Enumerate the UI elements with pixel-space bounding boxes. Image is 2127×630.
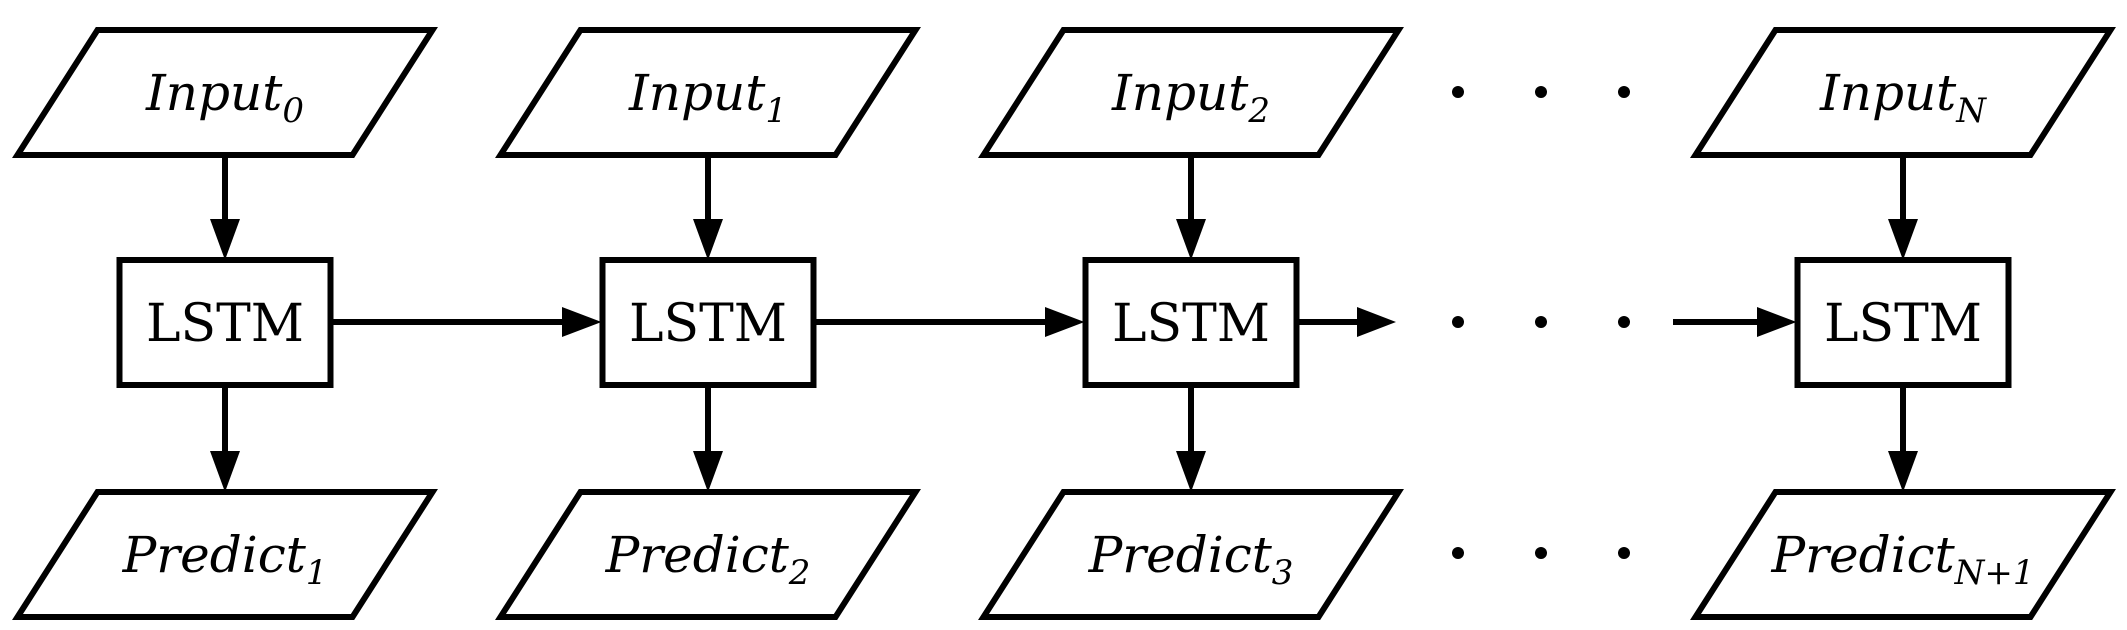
lstm-label-3: LSTM bbox=[1824, 294, 1982, 354]
arrow-head bbox=[210, 451, 240, 492]
arrow-input0-to-lstm0 bbox=[210, 155, 240, 260]
input-label-3-main: Input bbox=[1819, 64, 1957, 122]
lstm-node-3 bbox=[1794, 257, 2012, 388]
arrow-head bbox=[693, 219, 723, 260]
arrow-head bbox=[1176, 451, 1206, 492]
arrow-lstm0-to-predict1 bbox=[210, 385, 240, 492]
predict-label-2-main: Predict bbox=[1088, 526, 1273, 584]
arrow-lstm0-to-lstm1 bbox=[330, 307, 602, 337]
predict-node-3 bbox=[1690, 489, 2116, 620]
predict-label-0-sub: 1 bbox=[306, 553, 328, 593]
predict-label-0: Predict1 bbox=[122, 526, 328, 593]
predict-label-2-sub: 3 bbox=[1272, 553, 1294, 593]
arrow-input2-to-lstm2 bbox=[1176, 155, 1206, 260]
input-label-2-main: Input bbox=[1111, 64, 1249, 122]
lstm-node-1 bbox=[599, 257, 817, 388]
input-label-0: Input0 bbox=[145, 64, 304, 131]
lstm-column-3: InputN LSTM PredictN+1 bbox=[1690, 27, 2116, 620]
predict-label-3-main: Predict bbox=[1770, 526, 1955, 584]
predict-node-2 bbox=[978, 489, 1404, 620]
arrow-head bbox=[1888, 219, 1918, 260]
predict-label-1: Predict2 bbox=[605, 526, 811, 593]
input-label-1-sub: 1 bbox=[765, 91, 787, 131]
input-label-0-main: Input bbox=[145, 64, 283, 122]
arrow-head bbox=[1888, 451, 1918, 492]
arrow-lstm2-to-predict3 bbox=[1176, 385, 1206, 492]
dot-icon bbox=[1452, 316, 1464, 328]
lstm-label-1: LSTM bbox=[629, 294, 787, 354]
predict-node-1 bbox=[495, 489, 921, 620]
lstm-column-2: Input2 LSTM Predict3 bbox=[978, 27, 1404, 620]
lstm-node-2 bbox=[1082, 257, 1300, 388]
arrow-input3-to-lstm3 bbox=[1888, 155, 1918, 260]
arrow-ellipsis-to-lstm3 bbox=[1673, 307, 1797, 337]
dot-icon bbox=[1535, 316, 1547, 328]
lstm-label-2: LSTM bbox=[1112, 294, 1270, 354]
ellipsis-dots-input-row bbox=[1452, 86, 1630, 98]
predict-label-3-sub: N+1 bbox=[1954, 553, 2035, 593]
arrow-lstm2-to-ellipsis bbox=[1296, 307, 1396, 337]
lstm-column-0: Input0 LSTM Predict1 bbox=[12, 27, 438, 620]
input-label-2-sub: 2 bbox=[1247, 91, 1270, 131]
arrow-lstm3-to-predictN1 bbox=[1888, 385, 1918, 492]
arrow-head bbox=[1357, 307, 1396, 337]
predict-label-2: Predict3 bbox=[1088, 526, 1294, 593]
dot-icon bbox=[1535, 547, 1547, 559]
dot-icon bbox=[1452, 86, 1464, 98]
arrow-head bbox=[693, 451, 723, 492]
dot-icon bbox=[1618, 86, 1630, 98]
dot-icon bbox=[1618, 316, 1630, 328]
predict-node-0 bbox=[12, 489, 438, 620]
input-label-3-sub: N bbox=[1955, 91, 1987, 131]
dot-icon bbox=[1618, 547, 1630, 559]
arrow-lstm1-to-lstm2 bbox=[813, 307, 1085, 337]
arrow-head bbox=[1045, 307, 1085, 337]
input-label-1-main: Input bbox=[628, 64, 766, 122]
arrow-head bbox=[1757, 307, 1797, 337]
lstm-column-1: Input1 LSTM Predict2 bbox=[495, 27, 921, 620]
input-label-3: InputN bbox=[1819, 64, 1987, 131]
predict-label-1-sub: 2 bbox=[788, 553, 811, 593]
input-node-3 bbox=[1690, 27, 2116, 158]
arrow-lstm1-to-predict2 bbox=[693, 385, 723, 492]
predict-label-1-main: Predict bbox=[605, 526, 790, 584]
input-label-1: Input1 bbox=[628, 64, 787, 131]
ellipsis-dots-lstm-row bbox=[1452, 316, 1630, 328]
arrow-head bbox=[210, 219, 240, 260]
dot-icon bbox=[1452, 547, 1464, 559]
input-label-2: Input2 bbox=[1111, 64, 1270, 131]
predict-label-0-main: Predict bbox=[122, 526, 307, 584]
dot-icon bbox=[1535, 86, 1547, 98]
input-node-1 bbox=[495, 27, 921, 158]
predict-label-3: PredictN+1 bbox=[1770, 526, 2034, 593]
input-label-0-sub: 0 bbox=[282, 91, 304, 131]
lstm-label-0: LSTM bbox=[146, 294, 304, 354]
arrow-head bbox=[562, 307, 602, 337]
arrow-head bbox=[1176, 219, 1206, 260]
input-node-0 bbox=[12, 27, 438, 158]
arrow-input1-to-lstm1 bbox=[693, 155, 723, 260]
input-node-2 bbox=[978, 27, 1404, 158]
ellipsis-dots-predict-row bbox=[1452, 547, 1630, 559]
